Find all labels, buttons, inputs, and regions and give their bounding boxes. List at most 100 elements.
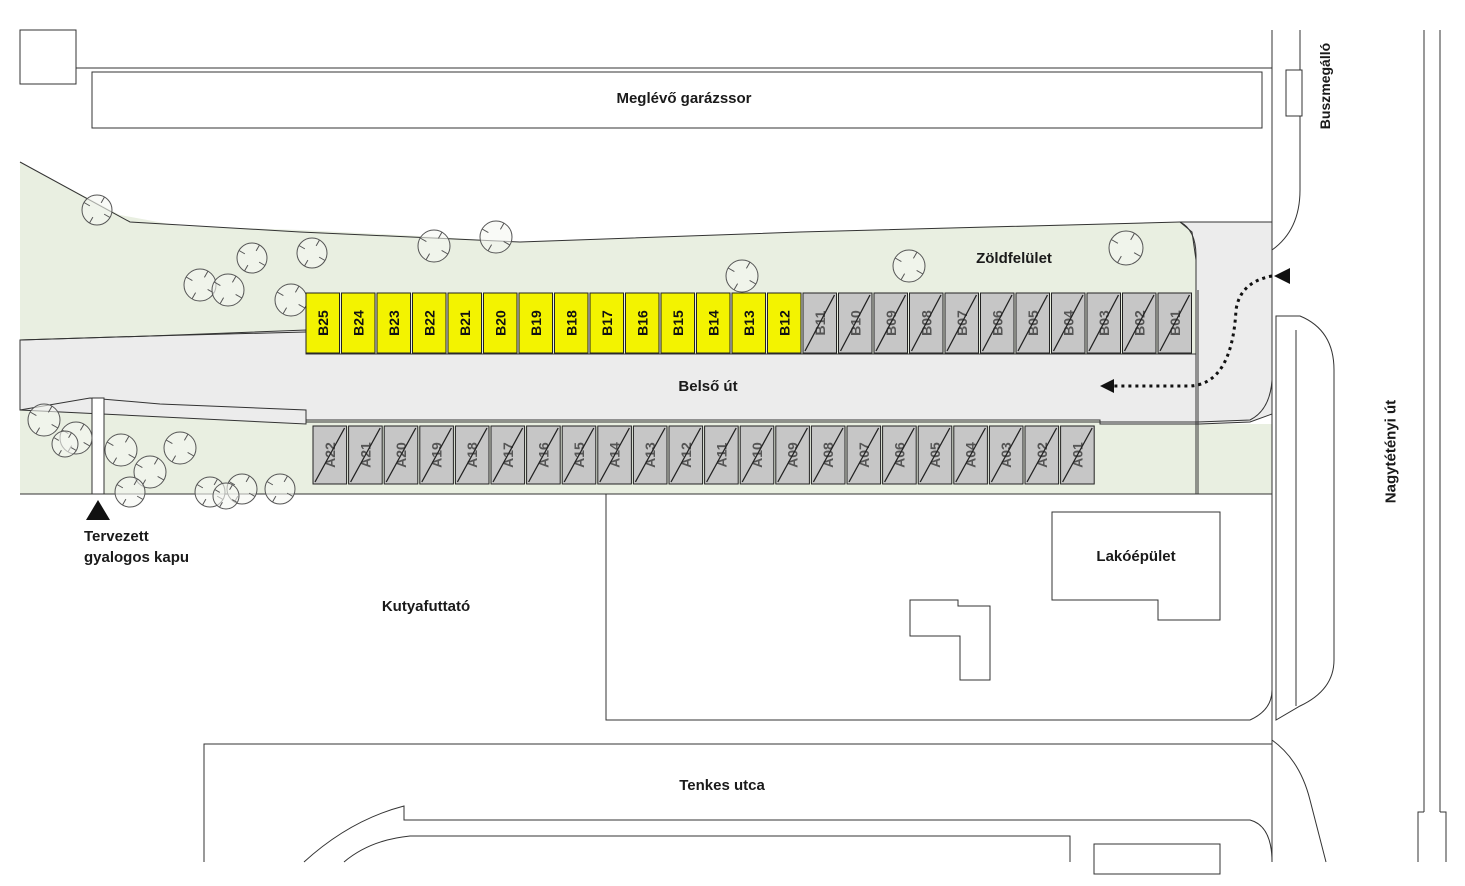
- parking-spot-A05[interactable]: A05: [917, 425, 953, 485]
- parking-spot-B11[interactable]: B11: [802, 292, 837, 354]
- parking-spot-A11[interactable]: A11: [704, 425, 739, 485]
- inner-road-label: Belső út: [678, 378, 738, 395]
- parking-spot-A17[interactable]: A17: [490, 425, 526, 485]
- taken-strike: [1052, 294, 1084, 352]
- parking-spot-label: B17: [599, 310, 615, 336]
- parking-spot-A19[interactable]: A19: [419, 425, 454, 485]
- parking-spot-A02[interactable]: A02: [1024, 425, 1060, 485]
- gate-label-line2: gyalogos kapu: [84, 549, 190, 566]
- parking-spot-label: B14: [705, 310, 721, 336]
- parking-spot-B07[interactable]: B07: [944, 292, 979, 354]
- parking-spot-B15[interactable]: B15: [660, 292, 695, 354]
- tree-icon: [81, 194, 113, 226]
- small-building: [909, 599, 991, 681]
- parking-spot-label: B21: [457, 310, 473, 336]
- parking-spot-B19[interactable]: B19: [518, 292, 553, 354]
- taken-strike: [706, 427, 737, 483]
- parking-spot-B06[interactable]: B06: [980, 292, 1015, 354]
- garage-row: [91, 71, 1263, 129]
- parking-spot-label: B25: [315, 310, 331, 336]
- tree-icon: [163, 431, 197, 465]
- parking-spot-B10[interactable]: B10: [838, 292, 873, 354]
- direction-arrow-icon: [1112, 274, 1273, 388]
- parking-spot-A12[interactable]: A12: [668, 425, 704, 485]
- parking-spot-A04[interactable]: A04: [953, 425, 988, 485]
- parking-spot-B04[interactable]: B04: [1051, 292, 1086, 354]
- parking-spot-B16[interactable]: B16: [625, 292, 660, 354]
- taken-strike: [910, 294, 942, 352]
- parking-spot-label: B24: [350, 310, 366, 336]
- tree-icon: [114, 476, 146, 508]
- taken-strike: [946, 294, 978, 352]
- parking-spot-A13[interactable]: A13: [632, 425, 668, 485]
- gate-label-line1: Tervezett: [84, 528, 149, 545]
- tree-icon: [725, 259, 759, 293]
- parking-spot-A06[interactable]: A06: [882, 425, 917, 485]
- parking-spot-A20[interactable]: A20: [383, 425, 419, 485]
- parking-spot-B14[interactable]: B14: [696, 292, 731, 354]
- parking-spot-A16[interactable]: A16: [526, 425, 561, 485]
- taken-strike: [990, 427, 1022, 483]
- block-outline: [605, 494, 1273, 721]
- parking-spot-B25[interactable]: B25: [305, 292, 340, 354]
- road-bottom-edge: [19, 379, 1273, 423]
- taken-strike: [634, 427, 666, 483]
- taken-strike: [350, 427, 381, 483]
- parking-spot-B05[interactable]: B05: [1015, 292, 1050, 354]
- parking-spot-B18[interactable]: B18: [554, 292, 589, 354]
- parking-spot-B17[interactable]: B17: [589, 292, 624, 354]
- tree-icon: [51, 430, 79, 458]
- green-area-label: Zöldfelület: [976, 250, 1052, 267]
- taken-strike: [919, 427, 951, 483]
- direction-arrowhead: [1100, 379, 1114, 393]
- parking-spot-A09[interactable]: A09: [775, 425, 810, 485]
- parking-spot-label: B15: [670, 310, 686, 336]
- street-inner-2: [343, 835, 1071, 863]
- tree-icon: [236, 242, 268, 274]
- parking-spot-B09[interactable]: B09: [873, 292, 908, 354]
- parking-spot-B01[interactable]: B01: [1157, 292, 1192, 354]
- taken-strike: [1123, 294, 1155, 352]
- tree-icon: [1108, 230, 1144, 266]
- parking-row-a: A22A21A20A19A18A17A16A15A14A13A12A11A10A…: [312, 425, 1095, 485]
- parking-spot-B20[interactable]: B20: [483, 292, 518, 354]
- parking-spot-B21[interactable]: B21: [447, 292, 482, 354]
- residential-building: [1051, 511, 1221, 621]
- parking-spot-A15[interactable]: A15: [561, 425, 597, 485]
- parking-spot-A10[interactable]: A10: [739, 425, 775, 485]
- parking-spot-B22[interactable]: B22: [412, 292, 447, 354]
- gate-strip: [91, 397, 105, 495]
- parking-spot-B24[interactable]: B24: [341, 292, 376, 354]
- parking-spot-A03[interactable]: A03: [988, 425, 1024, 485]
- street-label: Tenkes utca: [679, 777, 765, 794]
- parking-spot-B02[interactable]: B02: [1122, 292, 1157, 354]
- tree-icon: [27, 403, 61, 437]
- taken-strike: [528, 427, 559, 483]
- parking-spot-B08[interactable]: B08: [909, 292, 944, 354]
- parking-spot-A01[interactable]: A01: [1060, 425, 1095, 485]
- taken-strike: [385, 427, 417, 483]
- parking-spot-A08[interactable]: A08: [810, 425, 846, 485]
- street-outline: [203, 743, 1272, 862]
- parking-spot-A14[interactable]: A14: [597, 425, 632, 485]
- gate-marker-icon: [86, 500, 110, 520]
- trees-group: [27, 194, 1144, 510]
- taken-strike: [670, 427, 702, 483]
- taken-strike: [456, 427, 488, 483]
- parking-spot-A07[interactable]: A07: [846, 425, 882, 485]
- parking-spot-B13[interactable]: B13: [731, 292, 766, 354]
- parking-spot-A21[interactable]: A21: [348, 425, 383, 485]
- parking-spot-B12[interactable]: B12: [767, 292, 802, 354]
- parking-spot-A22[interactable]: A22: [312, 425, 348, 485]
- parking-spot-B03[interactable]: B03: [1086, 292, 1121, 354]
- tree-icon: [417, 229, 451, 263]
- parking-spot-label: B20: [492, 310, 508, 336]
- taken-strike: [1159, 294, 1191, 352]
- tree-icon: [296, 237, 328, 269]
- road-top-edge: [19, 331, 307, 341]
- street-inner: [303, 805, 1273, 863]
- parking-spot-A18[interactable]: A18: [454, 425, 490, 485]
- parking-spot-B23[interactable]: B23: [376, 292, 411, 354]
